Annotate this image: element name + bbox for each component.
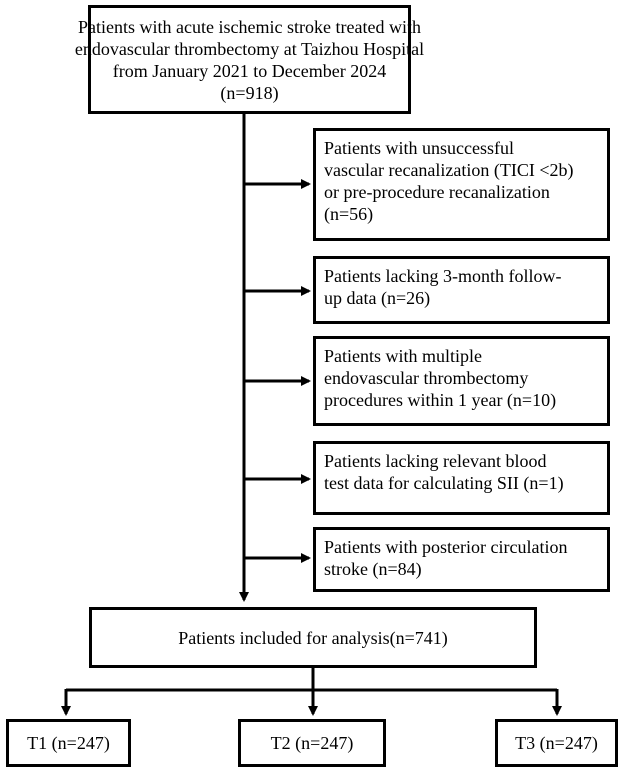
included-analysis-box: Patients included for analysis(n=741) (89, 607, 537, 668)
exclusion-5-line-1: Patients with posterior circulation (324, 537, 568, 557)
exclusion-3-line-1: Patients with multiple (324, 346, 482, 366)
source-line-1: Patients with acute ischemic stroke trea… (78, 16, 421, 37)
group-t1-label: T1 (n=247) (27, 733, 110, 753)
exclusion-1-line-1: Patients with unsuccessful (324, 138, 514, 158)
exclusion-box-1: Patients with unsuccessful vascular reca… (313, 128, 610, 241)
exclusion-3-line-3: procedures within 1 year (n=10) (324, 390, 557, 410)
exclusion-1-line-4: (n=56) (324, 204, 374, 224)
group-box-t2: T2 (n=247) (238, 719, 386, 767)
group-box-t3: T3 (n=247) (495, 719, 618, 767)
group-t3-label: T3 (n=247) (515, 733, 598, 753)
exclusion-3-line-2: endovascular thrombectomy (324, 368, 529, 388)
group-box-t1: T1 (n=247) (6, 719, 131, 767)
exclusion-box-4: Patients lacking relevant blood test dat… (313, 441, 610, 515)
source-line-4: (n=918) (220, 82, 279, 103)
included-analysis-label: Patients included for analysis(n=741) (178, 627, 448, 648)
exclusion-1-line-2: vascular recanalization (TICI <2b) (324, 160, 574, 180)
exclusion-2-line-1: Patients lacking 3-month follow- (324, 266, 562, 286)
exclusion-1-line-3: or pre-procedure recanalization (324, 182, 550, 202)
exclusion-4-line-2: test data for calculating SII (n=1) (324, 473, 564, 493)
source-population-box: Patients with acute ischemic stroke trea… (75, 5, 424, 114)
exclusion-box-3: Patients with multiple endovascular thro… (313, 336, 610, 426)
exclusion-4-line-1: Patients lacking relevant blood (324, 451, 547, 471)
exclusion-5-line-2: stroke (n=84) (324, 559, 422, 579)
exclusion-box-5: Patients with posterior circulation stro… (313, 527, 610, 592)
exclusion-box-2: Patients lacking 3-month follow- up data… (313, 256, 610, 324)
source-line-2: endovascular thrombectomy at Taizhou Hos… (74, 38, 425, 59)
group-t2-label: T2 (n=247) (270, 733, 354, 753)
exclusion-2-line-2: up data (n=26) (324, 288, 431, 308)
source-line-3: from January 2021 to December 2024 (112, 60, 387, 81)
